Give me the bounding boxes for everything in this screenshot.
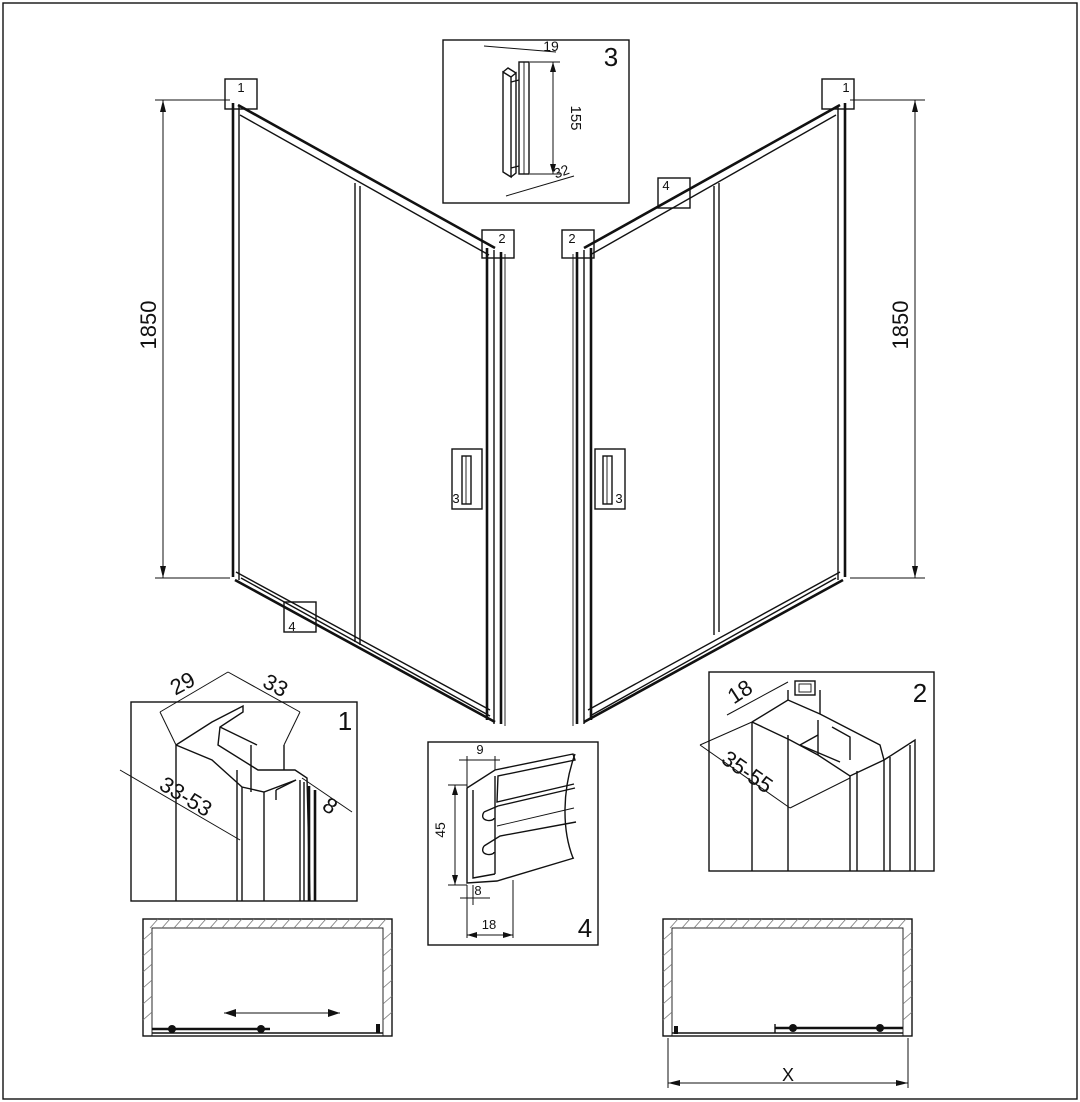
right-panel xyxy=(572,103,847,726)
detail-wall-number: 2 xyxy=(913,678,927,708)
corner-width-b-label: 33 xyxy=(259,669,292,703)
callout-2-left: 2 xyxy=(498,231,505,246)
detail-handle: 3 19 155 32 xyxy=(442,38,630,204)
rail-width-label: 18 xyxy=(482,917,496,932)
handle-length-label: 155 xyxy=(567,105,584,130)
height-label-left: 1850 xyxy=(136,301,161,350)
callout-2-right: 2 xyxy=(568,231,575,246)
callout-1-right: 1 xyxy=(842,80,849,95)
detail-wall-profile: 2 18 35-55 xyxy=(699,671,935,872)
plan-right-wall-hatch xyxy=(662,918,913,1021)
left-panel xyxy=(231,103,506,726)
height-label-right: 1850 xyxy=(888,301,913,350)
handle-spacing-label: 32 xyxy=(551,161,571,181)
detail-corner-profile: 1 29 33 33-53 8 xyxy=(119,667,358,902)
plan-left-wall-hatch xyxy=(142,918,393,1021)
callout-3-left: 3 xyxy=(452,491,459,506)
callout-4-bottom: 4 xyxy=(288,619,295,634)
plan-width-label: X xyxy=(782,1065,794,1085)
detail-handle-number: 3 xyxy=(604,42,618,72)
detail-handle-frame xyxy=(442,39,630,204)
detail-rail: 4 9 45 8 18 xyxy=(427,741,599,946)
enclosure-elevation: 1 1 2 2 3 3 4 4 1850 1850 xyxy=(136,78,925,726)
plan-view-right: X xyxy=(662,918,913,1088)
height-dimension-left xyxy=(155,99,230,579)
callout-4-top: 4 xyxy=(662,178,669,193)
detail-corner-frame xyxy=(130,701,358,902)
detail-wall-frame xyxy=(708,671,935,872)
rail-top-width-label: 9 xyxy=(476,742,483,757)
handle-depth-label: 19 xyxy=(543,38,559,54)
detail-rail-number: 4 xyxy=(578,913,592,943)
corner-width-a-label: 29 xyxy=(166,667,199,701)
rail-height-label: 45 xyxy=(432,822,448,838)
callout-3-right: 3 xyxy=(615,491,622,506)
callout-1-left: 1 xyxy=(237,80,244,95)
detail-corner-number: 1 xyxy=(338,706,352,736)
rail-lip-label: 8 xyxy=(474,883,481,898)
height-dimension-right xyxy=(850,99,925,579)
plan-view-left xyxy=(142,918,393,1037)
